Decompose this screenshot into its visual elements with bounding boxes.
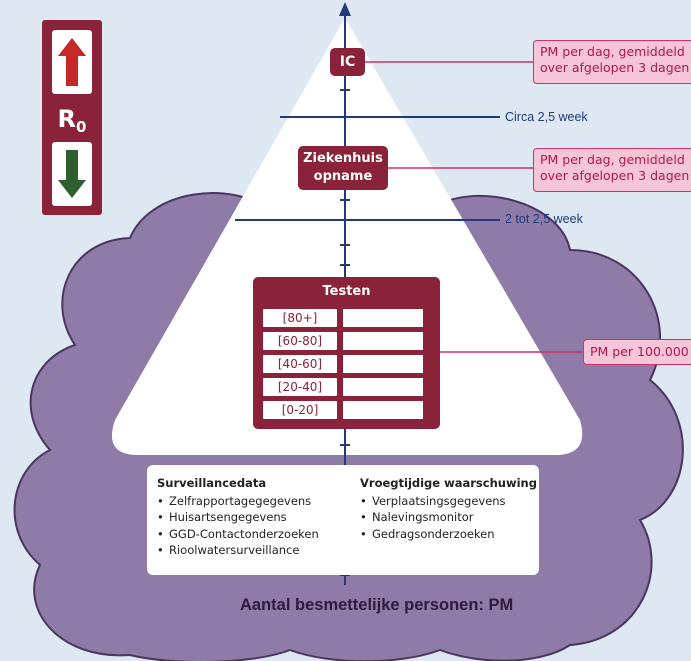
list-item: Gedragsonderzoeken <box>360 526 537 543</box>
list-item: Zelfrapportagegegevens <box>157 493 319 510</box>
arrow-up-icon <box>58 38 86 86</box>
week-label-2: 2 tot 2,5 week <box>505 212 583 226</box>
test-row-label: [0-20] <box>263 401 337 419</box>
ic-box: IC <box>330 48 365 76</box>
ziekenhuis-line2: opname <box>313 169 373 184</box>
early-warning-column: Vroegtijdige waarschuwing Verplaatsingsg… <box>360 475 537 542</box>
info-box: Surveillancedata Zelfrapportagegegevens … <box>147 465 539 575</box>
list-item: GGD-Contactonderzoeken <box>157 526 319 543</box>
ic-callout: PM per dag, gemiddeld over afgelopen 3 d… <box>533 40 691 84</box>
r0-up-box <box>52 30 92 94</box>
list-item: Nalevingsmonitor <box>360 509 537 526</box>
zh-callout: PM per dag, gemiddeld over afgelopen 3 d… <box>533 148 691 192</box>
ic-callout-line2: over afgelopen 3 dagen <box>540 60 690 75</box>
bottom-title: Aantal besmettelijke personen: PM <box>240 596 514 614</box>
pyramid-shape <box>111 18 583 455</box>
surveillance-column: Surveillancedata Zelfrapportagegegevens … <box>157 475 319 559</box>
early-warning-title: Vroegtijdige waarschuwing <box>360 476 537 490</box>
ziekenhuis-line1: Ziekenhuis <box>303 151 383 166</box>
surveillance-title: Surveillancedata <box>157 476 267 490</box>
test-row-cell <box>343 401 423 419</box>
arrow-down-icon <box>58 150 86 198</box>
tests-table: Testen [80+] [60-80] [40-60] [20-40] [0-… <box>253 277 440 429</box>
test-row-label: [80+] <box>263 309 337 327</box>
r0-label: R0 <box>57 105 87 136</box>
zh-callout-line2: over afgelopen 3 dagen <box>540 168 690 183</box>
test-row-cell <box>343 355 423 373</box>
test-row-cell <box>343 332 423 350</box>
ic-callout-line1: PM per dag, gemiddeld <box>540 44 685 59</box>
test-row-label: [20-40] <box>263 378 337 396</box>
ziekenhuis-box: Ziekenhuis opname <box>298 146 388 190</box>
r0-down-box <box>52 142 92 206</box>
axis-arrowhead <box>339 2 351 16</box>
test-row-label: [60-80] <box>263 332 337 350</box>
list-item: Verplaatsingsgegevens <box>360 493 537 510</box>
week-label-1: Circa 2,5 week <box>505 110 588 124</box>
tests-callout: PM per 100.000 <box>583 339 691 365</box>
list-item: Rioolwatersurveillance <box>157 542 319 559</box>
r0-panel: R0 <box>42 20 102 215</box>
test-row-cell <box>343 378 423 396</box>
list-item: Huisartsengegevens <box>157 509 319 526</box>
zh-callout-line1: PM per dag, gemiddeld <box>540 152 685 167</box>
test-row-cell <box>343 309 423 327</box>
test-row-label: [40-60] <box>263 355 337 373</box>
tests-header: Testen <box>322 284 371 299</box>
